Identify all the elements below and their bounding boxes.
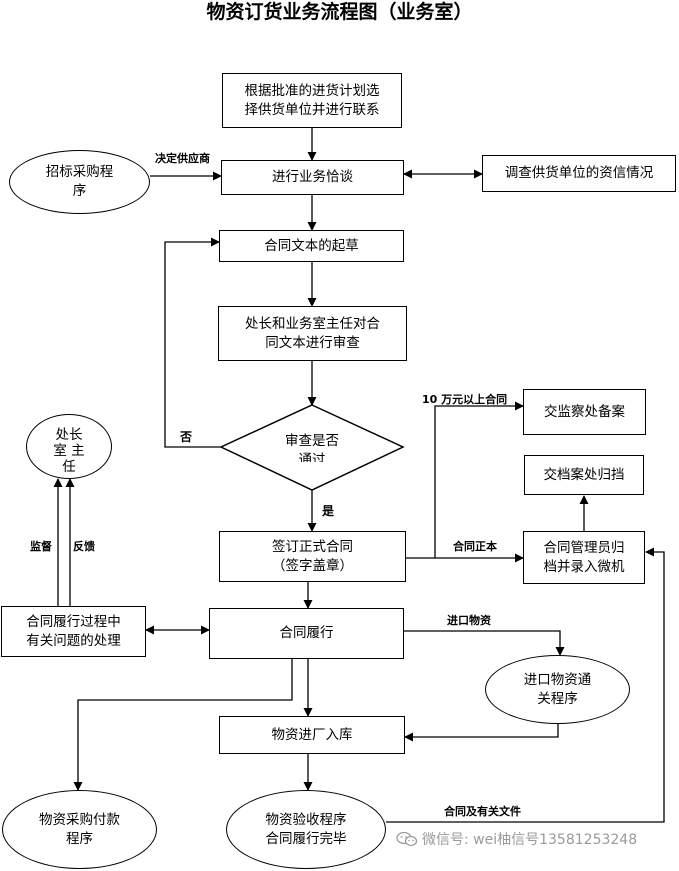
review-contract-box: 处长和业务室主任对合 同文本进行审查 <box>218 306 407 361</box>
edge-contract-docs <box>386 547 665 823</box>
supervisor-ellipse: 处长 室 主 任 <box>26 414 112 479</box>
label-contract-docs: 合同及有关文件 <box>444 805 521 818</box>
edge-customs-warehouse <box>404 724 559 742</box>
label-over-100k: 10 万元以上合同 <box>422 393 508 406</box>
label-import-goods: 进口物资 <box>447 614 491 627</box>
label-yes: 是 <box>322 504 335 518</box>
payment-procedure-ellipse: 物资采购付款 程序 <box>2 790 157 869</box>
wechat-watermark: 微信号: wei柚信号13581253248 <box>396 829 637 849</box>
label-supervise: 监督 <box>30 540 52 553</box>
watermark-text: 微信号: wei柚信号13581253248 <box>422 832 638 848</box>
warehouse-box: 物资进厂入库 <box>219 716 405 754</box>
contract-admin-box: 合同管理员归 档并录入微机 <box>523 531 645 584</box>
edge-payment <box>73 659 293 791</box>
draft-contract-box: 合同文本的起草 <box>219 230 404 262</box>
sign-contract-box: 签订正式合同 （签字盖章） <box>219 531 406 582</box>
edge-import <box>404 630 565 656</box>
filing-supervision-box: 交监察处备案 <box>523 389 646 435</box>
problem-handling-box: 合同履行过程中 有关问题的处理 <box>1 606 146 657</box>
edge-no-loop <box>164 237 221 448</box>
approval-decision-text: 审查是否 通过 <box>285 433 339 462</box>
label-decide-supplier: 决定供应商 <box>155 152 210 165</box>
investigate-supplier-box: 调查供货单位的资信情况 <box>482 155 676 192</box>
page-title: 物资订货业务流程图（业务室） <box>206 1 473 23</box>
edge-over100k <box>434 401 524 558</box>
select-supplier-box: 根据批准的进货计划选 择供货单位并进行联系 <box>222 73 402 128</box>
contract-performance-box: 合同履行 <box>209 608 404 659</box>
label-no: 否 <box>180 430 193 444</box>
negotiate-box: 进行业务恰谈 <box>221 160 404 195</box>
wechat-icon <box>396 831 418 847</box>
inspection-ellipse: 物资验收程序 合同履行完毕 <box>226 790 386 869</box>
import-customs-ellipse: 进口物资通 关程序 <box>485 655 630 724</box>
decision-diamond-shape <box>219 404 405 491</box>
tender-procedure-ellipse: 招标采购程 序 <box>9 150 150 214</box>
archive-box: 交档案处归挡 <box>524 455 644 495</box>
label-feedback: 反馈 <box>73 540 95 553</box>
label-original-contract: 合同正本 <box>453 540 497 553</box>
